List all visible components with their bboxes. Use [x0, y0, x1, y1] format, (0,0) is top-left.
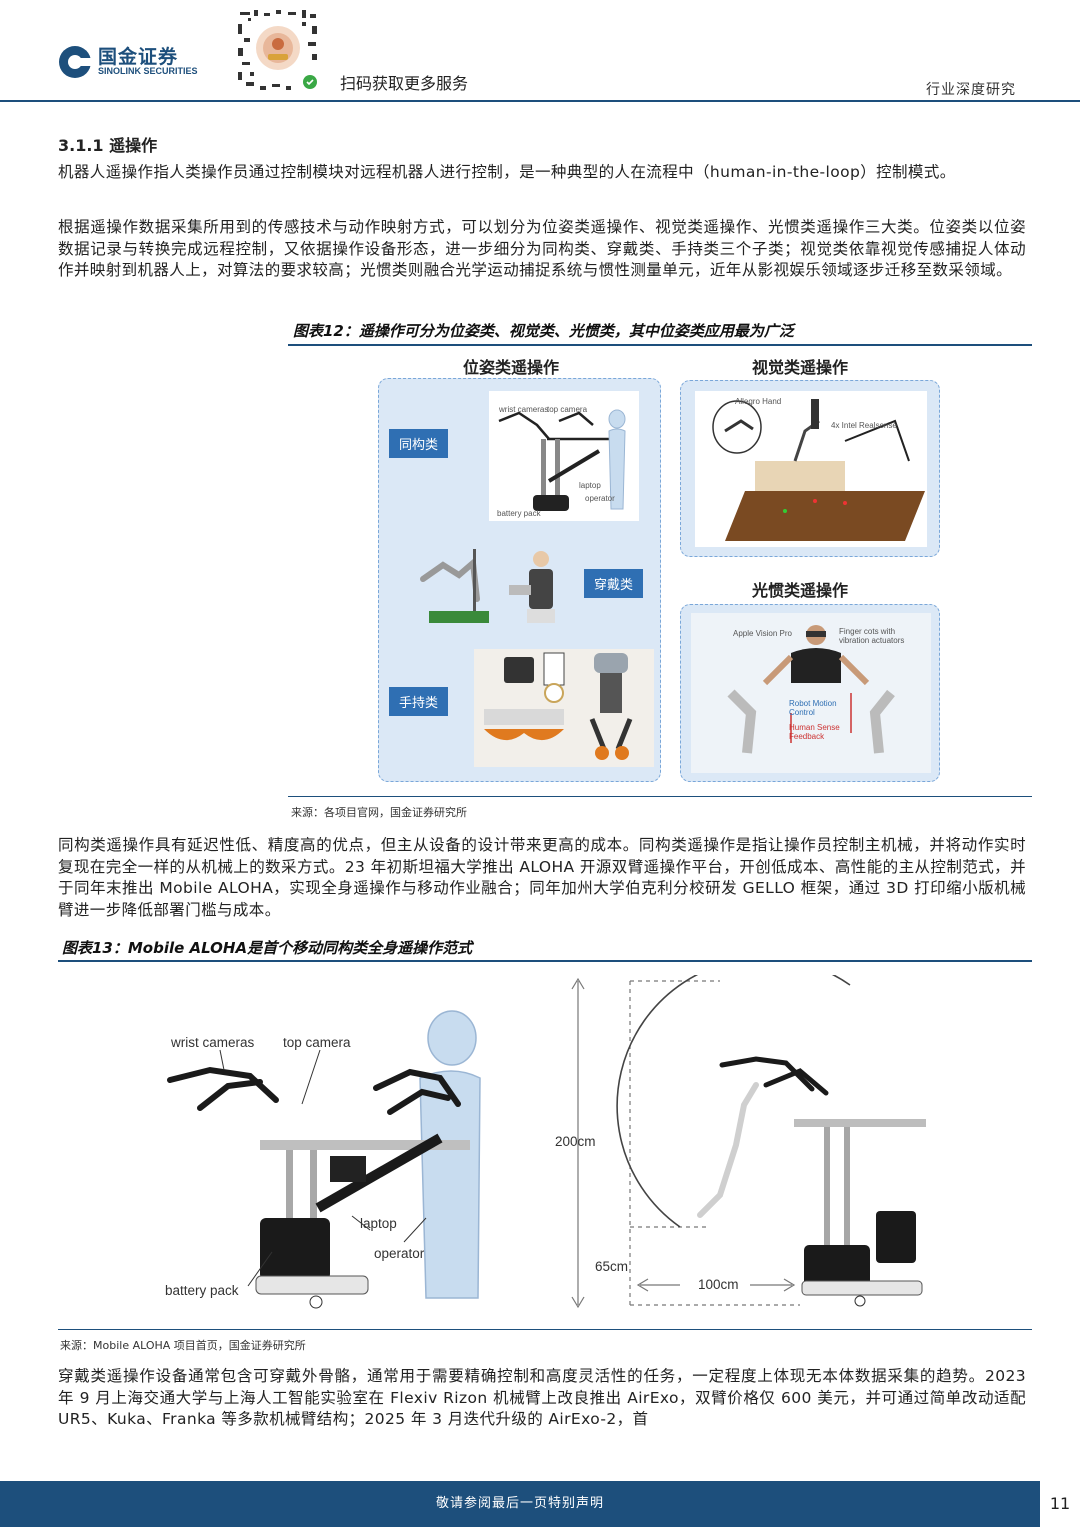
logo-mark-icon: [59, 46, 92, 78]
mobile-aloha-annotated-diagram: [167, 1010, 481, 1309]
tag-isomorphic: 同构类: [389, 429, 449, 458]
inertial-illustration: [691, 613, 931, 773]
vision-teleoperation-panel: Allegro Hand 4x Intel Realsense: [680, 380, 940, 557]
page-number: 11: [1049, 1494, 1071, 1513]
company-logo: 国金证券 SINOLINK SECURITIES: [58, 42, 218, 82]
mini-label-operator: operator: [585, 494, 615, 503]
footer-disclaimer: 敬请参阅最后一页特别声明: [435, 1496, 604, 1511]
inertial-label-finger-cots: Finger cots with vibration actuators: [839, 627, 905, 645]
figure12-source: 来源：各项目官网，国金证券研究所: [291, 806, 467, 819]
tag-handheld: 手持类: [389, 687, 449, 716]
handheld-illustration: [474, 649, 654, 767]
label-battery-pack: battery pack: [165, 1283, 239, 1298]
wearable-illustration: [420, 549, 555, 623]
tag-wearable: 穿戴类: [584, 569, 644, 598]
mini-aloha-illustration: [489, 391, 639, 521]
label-base-65cm: 65cm: [595, 1259, 629, 1274]
label-operator: operator: [374, 1246, 425, 1261]
qr-prompt-text: 扫码获取更多服务: [340, 74, 469, 93]
mobile-aloha-dimension-diagram: [571, 975, 926, 1309]
inertial-label-human-feedback: Human Sense Feedback: [789, 723, 840, 741]
figure12-caption: 图表12：遥操作可分为位姿类、视觉类、光惯类，其中位姿类应用最为广泛: [293, 322, 794, 340]
qr-code-icon: [236, 8, 320, 92]
inertial-label-vision-pro: Apple Vision Pro: [733, 629, 792, 638]
mini-label-laptop: laptop: [579, 481, 601, 490]
label-reach-100cm: 100cm: [698, 1277, 739, 1292]
label-height-200cm: 200cm: [555, 1134, 596, 1149]
mini-label-battery-pack: battery pack: [497, 509, 541, 518]
vision-label-allegro-hand: Allegro Hand: [735, 397, 782, 406]
paragraph-isomorphic: 同构类遥操作具有延迟性低、精度高的优点，但主从设备的设计带来更高的成本。同构类遥…: [58, 836, 1026, 919]
vision-illustration: [695, 391, 927, 547]
footer-bar: [0, 1481, 1040, 1527]
paragraph-intro: 机器人遥操作指人类操作员通过控制模块对远程机器人进行控制，是一种典型的人在流程中…: [58, 163, 956, 181]
logo-english-name: SINOLINK SECURITIES: [98, 66, 198, 76]
report-section-label: 行业深度研究: [926, 82, 1016, 98]
header-divider: [0, 100, 1080, 102]
figure13-bottom-rule: [58, 1329, 1032, 1330]
mini-label-top-camera: top camera: [547, 405, 588, 414]
pose-panel-title: 位姿类遥操作: [463, 358, 560, 377]
logo-chinese-name: 国金证券: [98, 46, 179, 68]
label-laptop: laptop: [360, 1216, 397, 1231]
vision-panel-title: 视觉类遥操作: [752, 358, 849, 377]
figure12-bottom-rule: [288, 796, 1032, 797]
inertial-teleoperation-panel: Apple Vision Pro Finger cots with vibrat…: [680, 604, 940, 782]
inertial-panel-title: 光惯类遥操作: [752, 581, 849, 600]
label-wrist-cameras: wrist cameras: [171, 1035, 255, 1050]
figure13-caption: 图表13：Mobile ALOHA是首个移动同构类全身遥操作范式: [62, 939, 473, 957]
paragraph-classification: 根据遥操作数据采集所用到的传感技术与动作映射方式，可以划分为位姿类遥操作、视觉类…: [58, 218, 1026, 279]
vision-label-realsense: 4x Intel Realsense: [831, 421, 897, 430]
pose-teleoperation-panel: 同构类 穿戴类 手持类 wrist cameras top camera lap…: [378, 378, 661, 782]
figure13-source: 来源：Mobile ALOHA 项目首页，国金证券研究所: [60, 1339, 306, 1352]
qr-code[interactable]: [236, 8, 320, 92]
mini-label-wrist-cameras: wrist cameras: [499, 405, 549, 414]
label-top-camera: top camera: [283, 1035, 351, 1050]
inertial-label-robot-control: Robot Motion Control: [789, 699, 837, 717]
paragraph-wearable: 穿戴类遥操作设备通常包含可穿戴外骨骼，通常用于需要精确控制和高度灵活性的任务，一…: [58, 1367, 1026, 1428]
figure12-top-rule: [288, 344, 1032, 346]
figure13-top-rule: [58, 960, 1032, 962]
section-heading: 3.1.1 遥操作: [58, 136, 158, 155]
